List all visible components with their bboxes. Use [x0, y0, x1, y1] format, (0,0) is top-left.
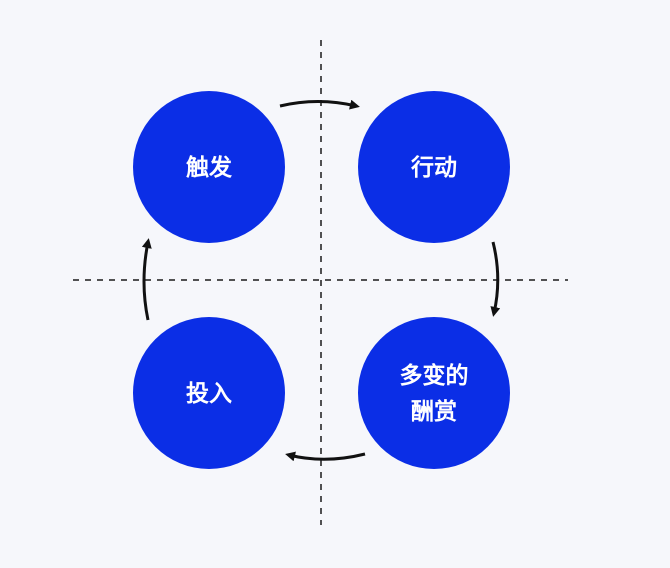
node-label-line: 多变的: [400, 362, 469, 389]
node-action: 行动: [358, 91, 510, 243]
node-reward-label: 多变的酬赏: [400, 362, 469, 425]
node-action-circle: [358, 91, 510, 243]
arrow-investment-to-trigger: [141, 238, 152, 321]
node-investment: 投入: [133, 317, 285, 469]
node-label-line: 酬赏: [411, 399, 457, 425]
node-trigger-label: 触发: [186, 154, 232, 181]
node-reward-circle: [358, 317, 510, 469]
arrow-trigger-to-action: [279, 99, 360, 110]
node-trigger: 触发: [133, 91, 285, 243]
arrow-reward-to-investment: [285, 451, 366, 462]
node-reward: 多变的酬赏: [358, 317, 510, 469]
node-investment-label: 投入: [186, 381, 232, 407]
arrow-action-to-reward: [490, 241, 501, 317]
node-trigger-circle: [133, 91, 285, 243]
node-investment-circle: [133, 317, 285, 469]
node-action-label: 行动: [410, 154, 457, 181]
